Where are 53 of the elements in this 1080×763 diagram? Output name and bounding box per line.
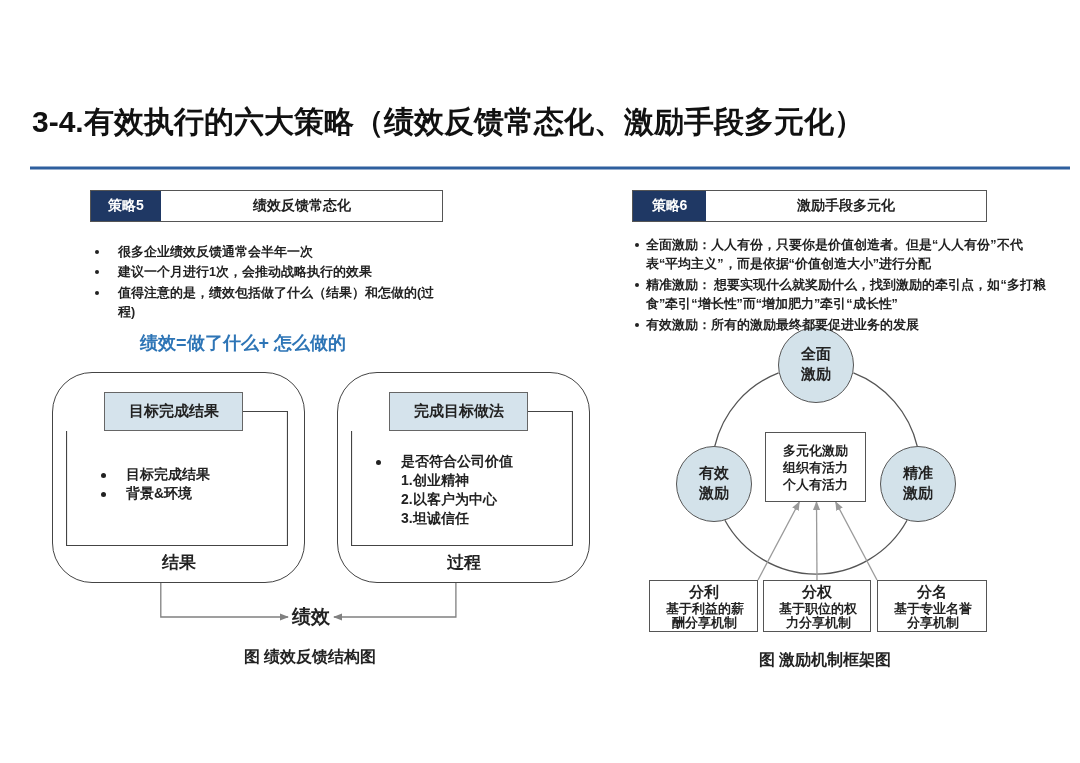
circle-label: 精准激励 <box>902 463 934 503</box>
mechanism-box <box>763 580 871 632</box>
panel-label: 过程 <box>445 552 482 574</box>
strategy-header-bar <box>90 190 443 222</box>
strategy-tag: 策略5 <box>91 191 161 221</box>
box-heading: 分利 <box>687 583 720 602</box>
box-heading: 分名 <box>916 583 948 602</box>
strategy-tag: 策略6 <box>633 191 706 221</box>
arrow <box>835 501 878 581</box>
strategy-title: 绩效反馈常态化 <box>251 196 352 215</box>
list-item: 是否符合公司价值 <box>401 453 513 471</box>
list-item: 2.以客户为中心 <box>401 491 497 509</box>
formula-text: 绩效=做了什么+ 怎么做的 <box>140 332 348 355</box>
bullet-text: 值得注意的是，绩效包括做了什么（结果）和怎做的(过程) <box>118 285 436 322</box>
box-text: 组织有活力 <box>782 460 849 477</box>
rounded-panel <box>337 372 590 583</box>
arrow <box>812 501 821 581</box>
bullet-text: 建议一个月进行1次，会推动战略执行的效果 <box>118 264 373 281</box>
bullet-text: 很多企业绩效反馈通常会半年一次 <box>118 244 314 261</box>
figure-caption: 图 激励机制框架图 <box>757 650 893 670</box>
ring-arc <box>714 372 780 447</box>
arrow <box>333 582 457 621</box>
box-text: 基于职位的权力分享机制 <box>779 602 857 630</box>
panel-label: 结果 <box>160 552 197 574</box>
bullet-text: 精准激励： 想要实现什么就奖励什么，找到激励的牵引点，如“多打粮食”牵引“增长性”而“增加肥力”牵引“成长性” <box>646 277 1047 314</box>
mechanism-box <box>877 580 987 632</box>
list-item: 背景&环境 <box>126 485 193 503</box>
circle-label: 有效激励 <box>698 463 730 503</box>
list-item: 1.创业精神 <box>401 472 469 490</box>
mechanism-box <box>649 580 758 632</box>
slide-title: 3-4.有效执行的六大策略（绩效反馈常态化、激励手段多元化） <box>32 104 864 140</box>
circle-label: 全面激励 <box>800 344 832 384</box>
section-header: 目标完成结果 <box>104 392 243 431</box>
list-item: 目标完成结果 <box>126 466 210 484</box>
ring-arc <box>852 372 918 447</box>
box-text: 个人有活力 <box>782 477 849 494</box>
list-item: 3.坦诚信任 <box>401 510 469 528</box>
section-header: 完成目标做法 <box>389 392 528 431</box>
bullet-text: 全面激励：人人有份，只要你是价值创造者。但是“人人有份”不代表“平均主义”，而是依据“价值创造大小”进行分配 <box>646 237 1024 274</box>
strategy-header-bar <box>632 190 987 222</box>
box-text: 基于专业名誉分享机制 <box>894 602 972 630</box>
arrow <box>160 582 289 621</box>
box-text: 多元化激励 <box>782 443 849 460</box>
box-text: 基于利益的薪酬分享机制 <box>665 602 744 630</box>
center-box <box>765 432 866 502</box>
strategy-title: 激励手段多元化 <box>796 196 896 215</box>
arrow <box>757 501 800 581</box>
rounded-panel <box>52 372 305 583</box>
ring-arc <box>724 519 908 575</box>
box-heading: 分权 <box>801 583 833 602</box>
bullet-text: 有效激励：所有的激励最终都要促进业务的发展 <box>646 317 920 334</box>
node-label: 绩效 <box>288 604 334 630</box>
figure-caption: 图 绩效反馈结构图 <box>242 647 378 667</box>
